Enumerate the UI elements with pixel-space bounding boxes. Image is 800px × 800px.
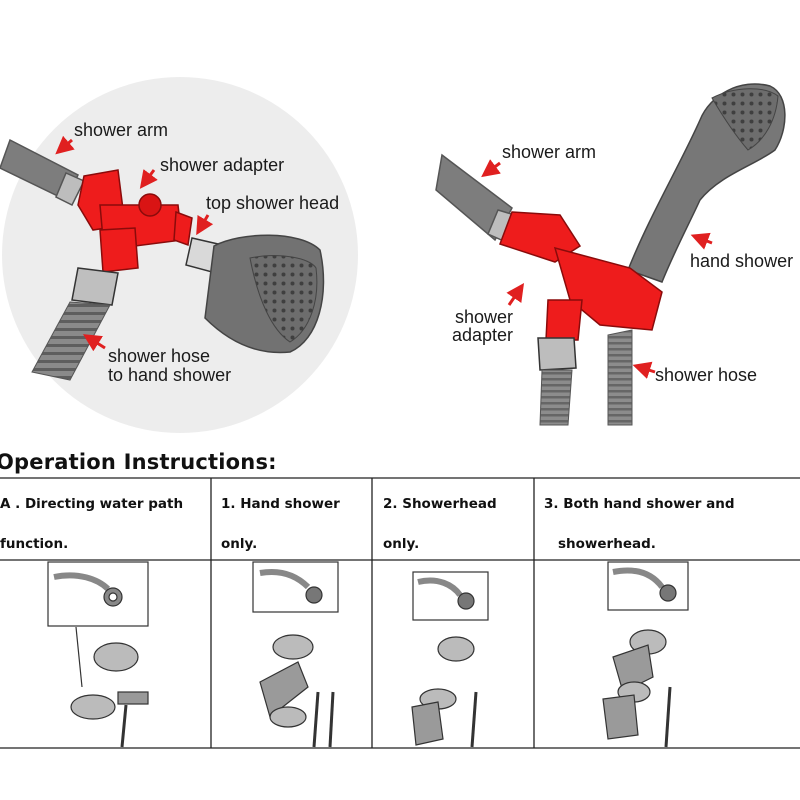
arrow-shower-hose (82, 334, 106, 352)
label-shower-hose-line1: shower hose (108, 346, 211, 366)
label-shower-adapter-line1: shower (455, 307, 514, 327)
cell-image-hand-shower (252, 561, 339, 748)
label-shower-hose-right: shower hose (655, 365, 758, 385)
instruction-cell-hand-shower: 1. Hand shower only. (221, 484, 364, 564)
instructions-heading: Operation Instructions: (0, 450, 277, 474)
label-hand-shower: hand shower (690, 251, 794, 271)
instruction-both-line1: 3. Both hand shower and (544, 496, 735, 512)
shower-hose-part-right (607, 329, 633, 426)
hand-shower-part (627, 83, 786, 283)
label-shower-adapter-line2: adapter (452, 325, 514, 345)
arrow-shower-hose-right (632, 361, 656, 379)
instruction-showerhead-line2: only. (383, 536, 420, 552)
label-shower-arm: shower arm (74, 120, 169, 140)
instruction-showerhead-line1: 2. Showerhead (383, 496, 497, 512)
instruction-cell-both: 3. Both hand shower and showerhead. (544, 484, 798, 564)
shower-adapter-part-right (499, 211, 663, 341)
left-diagram (0, 77, 358, 433)
arrow-hand-shower (690, 232, 713, 250)
top-shower-head-part (204, 234, 325, 354)
label-shower-adapter: shower adapter (160, 155, 285, 175)
right-diagram (435, 83, 786, 426)
cell-image-both (602, 561, 689, 748)
shower-arm-pipe (0, 138, 86, 207)
hose-nut-right (537, 337, 577, 426)
arrow-shower-arm (55, 135, 75, 155)
shower-hose-part (31, 267, 119, 381)
shower-adapter-part (77, 169, 193, 273)
arrow-shower-adapter (139, 169, 158, 189)
instruction-cell-water-path: A . Directing water path function. (0, 484, 202, 564)
arrow-shower-adapter-right (506, 283, 525, 306)
cell-image-water-path (47, 561, 149, 748)
instruction-both-line2: showerhead. (558, 536, 656, 552)
label-shower-hose-line2: to hand shower (108, 365, 232, 385)
instruction-water-path-line2: function. (0, 536, 69, 552)
instruction-cell-showerhead: 2. Showerhead only. (383, 484, 525, 564)
arrow-top-shower-head (196, 214, 214, 236)
instruction-hand-shower-line1: 1. Hand shower (221, 496, 340, 512)
label-shower-arm-right: shower arm (502, 142, 597, 162)
instructions-table (0, 477, 800, 749)
label-top-shower-head: top shower head (206, 193, 340, 213)
cell-image-showerhead (411, 571, 489, 748)
instruction-water-path-line1: A . Directing water path (0, 496, 184, 512)
arrow-shower-arm-right (481, 159, 501, 178)
instruction-hand-shower-line2: only. (221, 536, 258, 552)
table-grid (0, 477, 800, 749)
